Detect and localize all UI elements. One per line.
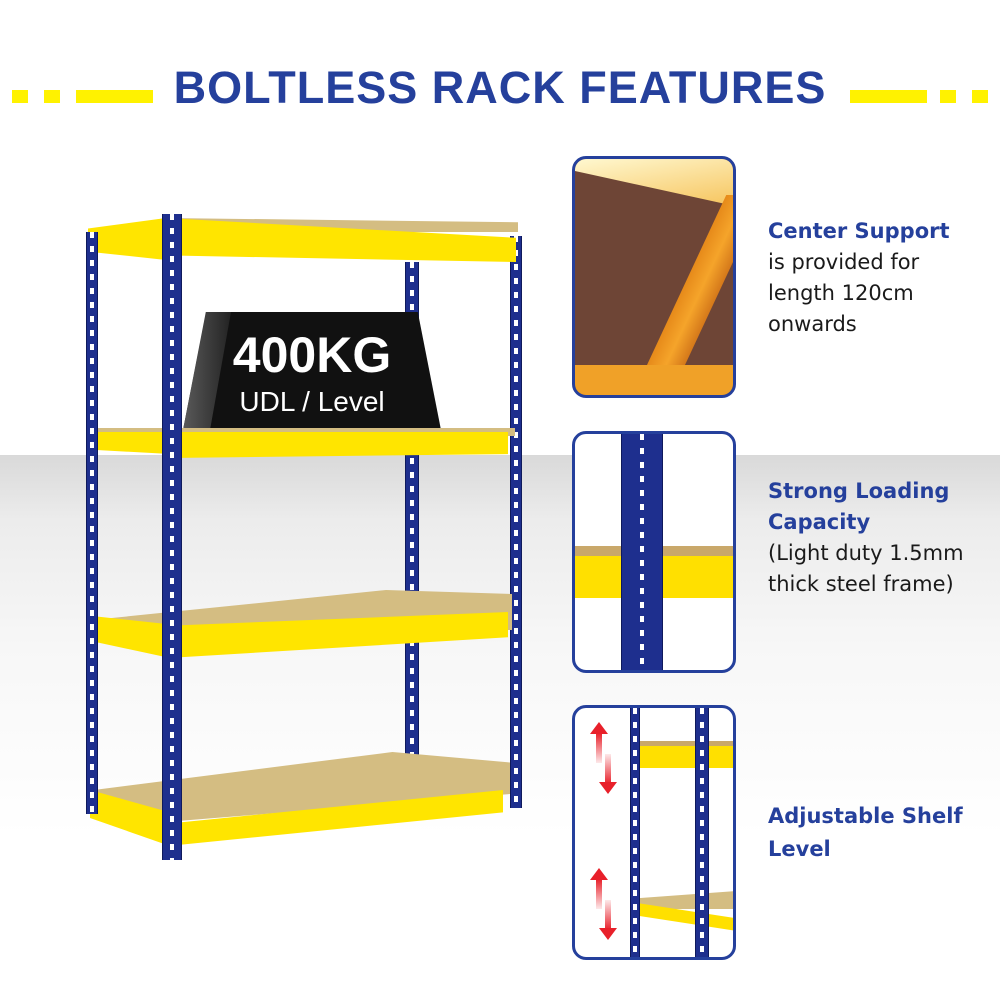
feature-line: length 120cm xyxy=(768,281,914,305)
decor-dash xyxy=(12,90,28,103)
feature-line: onwards xyxy=(768,312,857,336)
rack-post-front xyxy=(162,214,182,860)
shelf-beam-front xyxy=(168,432,508,458)
decor-dash xyxy=(76,90,153,103)
rack-illustration: 400KG UDL / Level xyxy=(86,214,522,860)
decor-dash xyxy=(850,90,927,103)
feature-image-center-support xyxy=(572,156,736,398)
header: BOLTLESS RACK FEATURES xyxy=(0,62,1000,122)
decor-dash xyxy=(972,90,988,103)
feature-title: Center Support xyxy=(768,219,950,243)
feature-center-support: Center Support is provided for length 12… xyxy=(768,216,993,340)
shelf-beam-side xyxy=(90,432,170,454)
rack-post-left xyxy=(86,232,98,814)
upright-post xyxy=(695,708,709,957)
up-down-arrow-icon xyxy=(590,722,617,794)
feature-title: Strong Loading xyxy=(768,479,950,503)
feature-image-loading-capacity xyxy=(572,431,736,673)
weight-unit-label: UDL / Level xyxy=(239,386,385,417)
feature-loading-capacity: Strong Loading Capacity (Light duty 1.5m… xyxy=(768,476,993,600)
upright-post xyxy=(630,708,640,957)
upright-post xyxy=(621,434,663,670)
feature-title: Level xyxy=(768,837,831,861)
feature-line: thick steel frame) xyxy=(768,572,954,596)
feature-line: (Light duty 1.5mm xyxy=(768,541,964,565)
decor-dash xyxy=(44,90,60,103)
feature-image-adjustable-shelf xyxy=(572,705,736,960)
feature-line: is provided for xyxy=(768,250,920,274)
page-title: BOLTLESS RACK FEATURES xyxy=(173,62,827,113)
weight-capacity: 400KG xyxy=(232,327,392,383)
up-down-arrow-icon xyxy=(590,868,617,940)
feature-adjustable-shelf: Adjustable Shelf Level xyxy=(768,800,993,866)
feature-title: Capacity xyxy=(768,510,871,534)
shelf-beam-side xyxy=(88,218,166,260)
rack-post-right xyxy=(510,236,522,808)
feature-title: Adjustable Shelf xyxy=(768,804,963,828)
decor-dash xyxy=(940,90,956,103)
